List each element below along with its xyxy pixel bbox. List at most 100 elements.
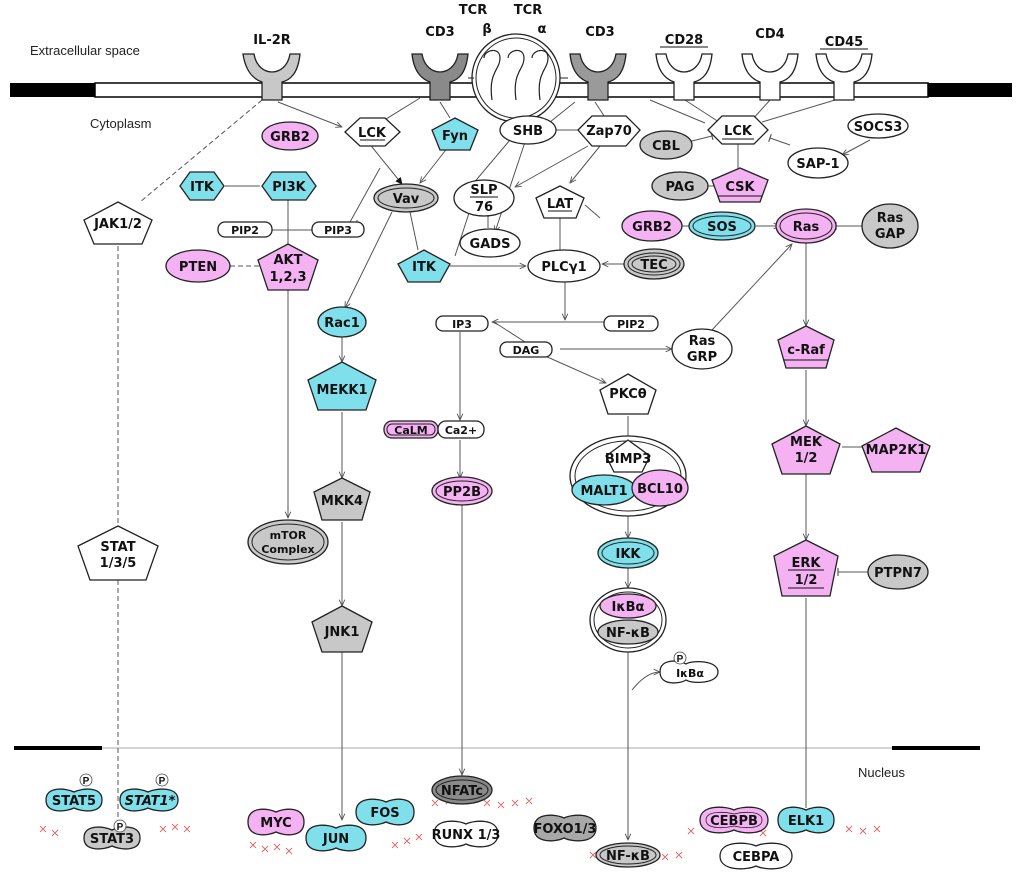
nfatc-label: NFATc xyxy=(441,784,483,799)
tcr-beta-label: TCR xyxy=(459,3,487,18)
node-grb2-b[interactable]: GRB2 xyxy=(621,210,683,242)
node-bimp3-complex[interactable]: BIMP3 MALT1 BCL10 xyxy=(569,435,689,517)
node-grb2-a[interactable]: GRB2 xyxy=(261,121,319,151)
node-rasgap[interactable]: Ras GAP xyxy=(861,203,919,249)
node-cbl[interactable]: CBL xyxy=(639,130,693,160)
node-mtor[interactable]: mTOR Complex xyxy=(247,519,329,565)
tcr-alpha-label: TCR xyxy=(514,3,542,18)
node-ikba-p[interactable]: IκBα P xyxy=(659,651,719,684)
node-itk-b[interactable]: ITK xyxy=(397,249,451,283)
cd3-right-receptor[interactable]: CD3 xyxy=(569,25,627,101)
node-pip3[interactable]: PIP3 xyxy=(311,221,365,238)
node-rac1[interactable]: Rac1 xyxy=(317,306,367,338)
node-jun[interactable]: JUN xyxy=(305,824,367,852)
node-plcg1[interactable]: PLCγ1 xyxy=(527,249,601,283)
node-myc[interactable]: MYC xyxy=(247,808,305,836)
node-socs3[interactable]: SOCS3 xyxy=(847,113,909,139)
node-lck-a[interactable]: LCK xyxy=(344,117,401,147)
node-ptpn7[interactable]: PTPN7 xyxy=(867,554,929,590)
ikk-label: IKK xyxy=(616,547,642,562)
erk-label-1: ERK xyxy=(792,556,822,571)
lat-label: LAT xyxy=(547,197,573,212)
mek-label-1: MEK xyxy=(790,435,823,450)
node-stat1[interactable]: STAT1* P xyxy=(119,773,179,812)
node-lat[interactable]: LAT xyxy=(535,185,585,219)
node-runx[interactable]: RUNX 1/3 xyxy=(432,820,501,848)
cd4-receptor[interactable]: CD4 xyxy=(741,27,799,101)
foxo-label: FOXO1/3 xyxy=(534,822,597,837)
node-pag[interactable]: PAG xyxy=(651,171,709,201)
node-erk[interactable]: ERK 1/2 xyxy=(773,539,839,597)
node-sap1[interactable]: SAP-1 xyxy=(787,147,849,179)
tec-label: TEC xyxy=(640,258,667,273)
node-fyn[interactable]: Fyn xyxy=(431,117,479,151)
node-ras[interactable]: Ras xyxy=(775,208,837,244)
malt1-label: MALT1 xyxy=(580,484,627,499)
node-jak[interactable]: JAK1/2 xyxy=(83,201,153,245)
node-mkk4[interactable]: MKK4 xyxy=(313,477,371,521)
tcr-complex[interactable]: TCR β TCR α xyxy=(459,3,568,123)
node-pkc[interactable]: PKCθ xyxy=(599,373,657,415)
node-map2k1[interactable]: MAP2K1 xyxy=(861,427,931,473)
node-ikk[interactable]: IKK xyxy=(597,537,659,569)
node-ip3[interactable]: IP3 xyxy=(435,315,489,332)
node-vav[interactable]: Vav xyxy=(373,183,439,213)
node-stat5[interactable]: STAT5 P xyxy=(45,773,103,812)
node-lck-b[interactable]: LCK xyxy=(707,115,769,145)
node-shb[interactable]: SHB xyxy=(499,115,557,145)
elk1-label: ELK1 xyxy=(788,814,824,829)
zap70-label: Zap70 xyxy=(586,124,632,139)
il2r-receptor[interactable]: IL-2R xyxy=(242,33,301,101)
node-slp76[interactable]: SLP 76 xyxy=(453,179,515,217)
node-pi3k[interactable]: PI3K xyxy=(261,171,317,201)
node-mek[interactable]: MEK 1/2 xyxy=(771,425,841,475)
node-zap70[interactable]: Zap70 xyxy=(577,115,641,147)
node-cebpb[interactable]: CEBPB xyxy=(699,806,769,834)
node-gads[interactable]: GADS xyxy=(459,228,521,258)
node-pp2b[interactable]: PP2B xyxy=(431,476,493,506)
node-rasgrp[interactable]: Ras GRP xyxy=(671,328,733,370)
node-pip2-a[interactable]: PIP2 xyxy=(217,221,273,238)
node-csk[interactable]: CSK xyxy=(711,167,769,203)
dag-label: DAG xyxy=(513,344,540,357)
node-itk-a[interactable]: ITK xyxy=(179,171,225,201)
node-stat[interactable]: STAT 1/3/5 xyxy=(77,525,159,581)
node-sos[interactable]: SOS xyxy=(688,211,756,241)
pip2-a-label: PIP2 xyxy=(231,224,259,237)
jak-label: JAK1/2 xyxy=(93,217,142,232)
node-jnk1[interactable]: JNK1 xyxy=(311,605,373,653)
ikba-a-label: IκBα xyxy=(612,600,645,615)
calm-label: CaLM xyxy=(394,424,427,437)
pag-label: PAG xyxy=(665,180,694,195)
node-foxo[interactable]: FOXO1/3 xyxy=(533,814,597,842)
node-ikba-nfkb[interactable]: IκBα NF-κB xyxy=(589,587,667,653)
node-elk1[interactable]: ELK1 xyxy=(777,806,835,834)
node-nfatc[interactable]: NFATc xyxy=(431,775,493,805)
pi3k-label: PI3K xyxy=(272,180,306,195)
node-pip2-b[interactable]: PIP2 xyxy=(603,315,659,332)
jnk1-label: JNK1 xyxy=(324,625,360,640)
node-dag[interactable]: DAG xyxy=(499,341,553,358)
node-stat3[interactable]: STAT3 P xyxy=(83,819,141,850)
stat1-label: STAT1* xyxy=(125,794,176,809)
ikba-phospho-mark: P xyxy=(677,654,684,665)
cd4-label: CD4 xyxy=(755,27,784,42)
node-nfkb-b[interactable]: NF-κB xyxy=(595,842,661,868)
node-tec[interactable]: TEC xyxy=(623,248,685,280)
stat5-label: STAT5 xyxy=(52,794,96,809)
cd45-receptor[interactable]: CD45 xyxy=(815,35,873,101)
node-akt[interactable]: AKT 1,2,3 xyxy=(257,243,319,291)
slp76-label-2: 76 xyxy=(475,200,493,215)
node-mekk1[interactable]: MEKK1 xyxy=(307,361,377,411)
node-calm-ca2[interactable]: CaLM Ca2+ xyxy=(383,420,485,439)
node-cebpa[interactable]: CEBPA xyxy=(719,842,793,870)
lck-b-label: LCK xyxy=(724,124,753,139)
sos-label: SOS xyxy=(707,220,737,235)
node-pten[interactable]: PTEN xyxy=(165,249,231,283)
cd28-receptor[interactable]: CD28 xyxy=(655,33,713,101)
cd3-left-receptor[interactable]: CD3 xyxy=(411,25,469,101)
myc-label: MYC xyxy=(260,816,291,831)
pip2-b-label: PIP2 xyxy=(617,318,645,331)
node-fos[interactable]: FOS xyxy=(355,798,415,826)
node-craf[interactable]: c-Raf xyxy=(777,325,835,369)
